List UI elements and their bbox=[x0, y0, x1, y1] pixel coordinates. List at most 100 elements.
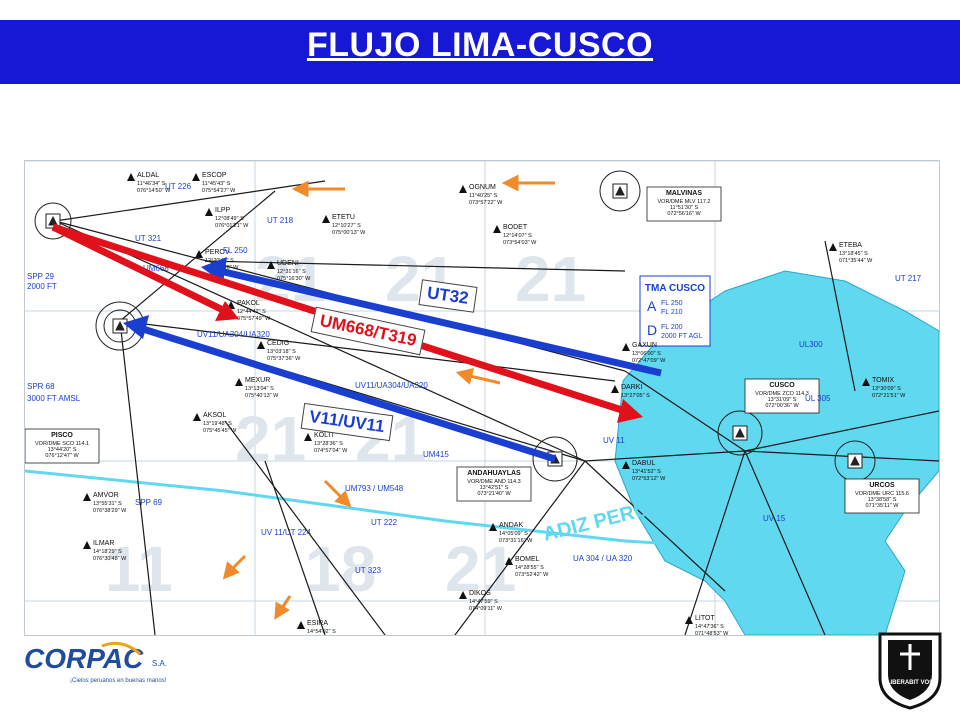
fix-name: LITOT bbox=[695, 615, 715, 622]
fix-coord: 13°30'09" S bbox=[872, 386, 901, 392]
fix-coord: 072°53'12" W bbox=[632, 476, 666, 482]
airway-label: 2000 FT bbox=[27, 282, 57, 291]
fix-name: BODET bbox=[503, 224, 528, 231]
navaid-line: VOR/DME SCO 114.1 bbox=[35, 441, 89, 447]
fix-name: ILMAR bbox=[93, 540, 114, 547]
corpac-logo: CORPAC S.A. ¡Cielos peruanos en buenas m… bbox=[22, 640, 182, 690]
fix-name: ANDAK bbox=[499, 522, 523, 529]
fix-coord: 12°10'27" S bbox=[332, 223, 361, 229]
navaid-line: 071°35'11" W bbox=[866, 503, 900, 509]
route-um668-arrowhead-b bbox=[617, 399, 643, 423]
route-ut32-line bbox=[219, 267, 662, 377]
fix-name: TOMIX bbox=[872, 377, 894, 384]
fix-name: ETETU bbox=[332, 214, 355, 221]
fix-coord: 13°13'04" S bbox=[245, 386, 274, 392]
fix-coord: 073°52'42" W bbox=[515, 572, 549, 578]
navaid-line: 076°12'47" W bbox=[45, 453, 79, 459]
route-ut32-arrowhead bbox=[201, 257, 227, 283]
fix-coord: 073°31'16" W bbox=[499, 538, 533, 544]
airway-label: UT 217 bbox=[895, 274, 922, 283]
fix-name: CEDIG bbox=[267, 340, 289, 347]
fix-name: UDENI bbox=[277, 260, 299, 267]
fix-coord: 11°45'43" S bbox=[202, 181, 231, 187]
airway-label: UT 222 bbox=[371, 518, 398, 527]
svg-text:21: 21 bbox=[515, 243, 586, 315]
fix-coord: 076°30'48" W bbox=[93, 556, 127, 562]
fix-coord: 14°47'36" S bbox=[695, 624, 724, 630]
fix-coord: 12°31'16" S bbox=[277, 269, 306, 275]
airway-label: UV 11/UT 224 bbox=[261, 528, 312, 537]
corpac-suffix: S.A. bbox=[152, 659, 167, 668]
fix-coord: 13°06'00" S bbox=[632, 351, 661, 357]
airway-label: 3000 FT AMSL bbox=[27, 394, 81, 403]
fix-name: ESCOP bbox=[202, 172, 227, 179]
fix-coord: 14°05'09" S bbox=[499, 531, 528, 537]
vor-rose-malvinas bbox=[599, 170, 641, 212]
svg-text:21: 21 bbox=[235, 403, 306, 475]
fix-coord: 13°03'18" S bbox=[267, 349, 296, 355]
airway-label: UL300 bbox=[799, 340, 823, 349]
fix-coord: 075°57'49" W bbox=[237, 316, 271, 322]
fix-coord: 073°57'22" W bbox=[469, 200, 503, 206]
tma-a-line-1: FL 210 bbox=[661, 309, 683, 316]
navaid-line: 13°44'20" S bbox=[48, 447, 77, 453]
fix-coord: 11°46'34" S bbox=[137, 181, 166, 187]
fix-coord: 12°44'42" S bbox=[237, 309, 266, 315]
fix-coord: 13°28'36" S bbox=[314, 441, 343, 447]
navaid-line: 13°42'51" S bbox=[480, 485, 509, 491]
fix-coord: 11°40'25" S bbox=[469, 193, 498, 199]
fix-coord: 074°09'11" W bbox=[469, 606, 503, 612]
fix-coord: 071°48'53" W bbox=[695, 631, 729, 635]
tma-box: TMA CUSCO A FL 250 FL 210 D FL 200 2000 … bbox=[639, 275, 711, 347]
corpac-name: CORPAC bbox=[24, 643, 144, 674]
route-um668-line-a bbox=[51, 223, 227, 315]
airway-label: UT 226 bbox=[165, 182, 192, 191]
navaid-name: ANDAHUAYLAS bbox=[467, 470, 521, 477]
fix-coord: 13°55'31" S bbox=[93, 501, 122, 507]
crest-logo: LIBERABIT VOS bbox=[874, 630, 946, 710]
navaid-name: URCOS bbox=[869, 482, 895, 489]
fix-name: PAKOL bbox=[237, 300, 260, 307]
fix-coord: 072°47'09" W bbox=[632, 358, 666, 364]
fix-coord: 074°57'04" W bbox=[314, 448, 348, 454]
tma-a-label: A bbox=[647, 298, 657, 314]
fix-name: MEXUR bbox=[245, 377, 270, 384]
fix-coord: 075°00'13" W bbox=[332, 230, 366, 236]
corpac-tagline: ¡Cielos peruanos en buenas manos! bbox=[70, 678, 167, 684]
navaid-line: 072°00'36" W bbox=[765, 403, 799, 409]
airway-label: SPP 69 bbox=[135, 498, 163, 507]
svg-text:11: 11 bbox=[105, 533, 173, 605]
airway-label: UM793 / UM548 bbox=[345, 484, 404, 493]
airway-label: UM668 bbox=[143, 264, 169, 273]
fix-coord: 076°38'29" W bbox=[93, 508, 127, 514]
fix-coord: 075°45'45" W bbox=[203, 428, 237, 434]
airway-label: SPP 29 bbox=[27, 272, 55, 281]
navaid-line: VOR/DME AND 114.3 bbox=[467, 479, 520, 485]
airway-label: UV11/UA304/UA320 bbox=[197, 330, 270, 339]
tma-a-line-0: FL 250 bbox=[661, 300, 683, 307]
tma-d-line-1: 2000 FT AGL bbox=[661, 333, 703, 340]
fix-name: DIKOS bbox=[469, 590, 491, 597]
